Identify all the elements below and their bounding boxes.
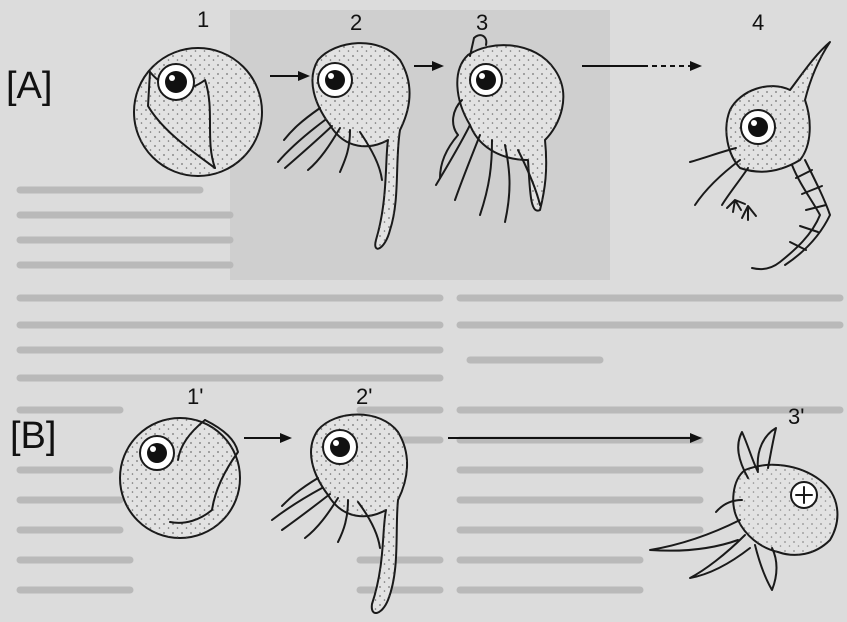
arrow-b1-b2 [244, 433, 292, 443]
stage-b3-larva [650, 428, 837, 590]
stage-label-a3: 3 [476, 10, 488, 35]
stage-b1-egg [120, 418, 240, 538]
stage-label-b2: 2' [356, 384, 372, 409]
stage-label-a4: 4 [752, 10, 764, 35]
row-label-b: [B] [10, 415, 56, 457]
stage-label-b1: 1' [187, 384, 203, 409]
stage-b2-larva [272, 415, 407, 614]
stage-label-a1: 1 [197, 7, 209, 32]
stage-a1-egg [134, 48, 262, 176]
stage-label-a2: 2 [350, 10, 362, 35]
stage-a4-larva [690, 42, 830, 269]
row-label-a: [A] [6, 65, 52, 107]
stage-label-b3: 3' [788, 404, 804, 429]
